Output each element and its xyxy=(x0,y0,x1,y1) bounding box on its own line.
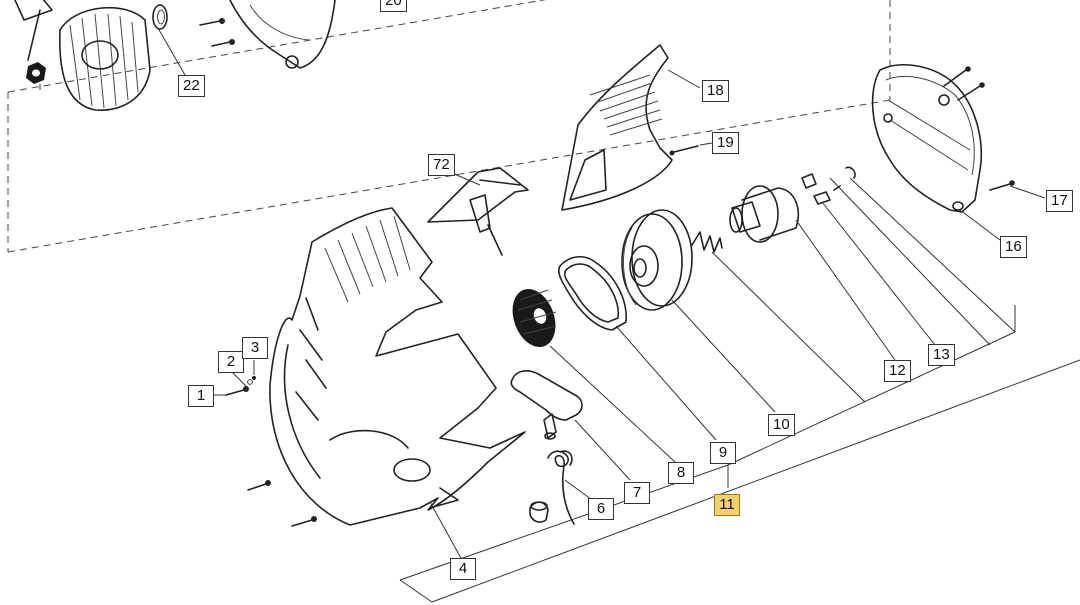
callout-8[interactable]: 8 xyxy=(668,462,694,484)
plate-screws xyxy=(943,66,1015,191)
flywheel xyxy=(14,0,151,111)
callout-11-highlighted[interactable]: 11 xyxy=(714,494,740,516)
pawls xyxy=(801,166,856,205)
callout-19[interactable]: 19 xyxy=(712,132,739,154)
starter-handle xyxy=(510,370,583,440)
starter-rope xyxy=(547,450,575,525)
callout-18[interactable]: 18 xyxy=(702,80,729,102)
engine-group-frame xyxy=(7,0,891,253)
callout-3[interactable]: 3 xyxy=(242,337,268,359)
guard-pin xyxy=(669,145,699,156)
crankcase xyxy=(229,0,336,69)
callout-17[interactable]: 17 xyxy=(1046,190,1073,212)
callout-22[interactable]: 22 xyxy=(178,75,205,97)
callout-7[interactable]: 7 xyxy=(624,482,650,504)
crankcase-screws xyxy=(199,18,235,47)
bracket xyxy=(427,167,529,256)
callout-13[interactable]: 13 xyxy=(928,344,955,366)
leader-lines xyxy=(39,27,1080,603)
pulley-hub xyxy=(729,185,800,243)
cover-plate xyxy=(871,64,983,213)
callout-4[interactable]: 4 xyxy=(450,558,476,580)
seal-ring xyxy=(152,4,168,30)
callout-16[interactable]: 16 xyxy=(1000,236,1027,258)
callout-2[interactable]: 2 xyxy=(218,351,244,373)
callout-6[interactable]: 6 xyxy=(588,498,614,520)
handle-guard xyxy=(561,44,673,211)
rope-grommet xyxy=(529,501,549,523)
pulley-spring xyxy=(691,231,723,253)
callout-9[interactable]: 9 xyxy=(710,442,736,464)
callout-10[interactable]: 10 xyxy=(768,414,795,436)
flywheel-nut xyxy=(26,62,46,84)
starter-housing xyxy=(269,207,526,526)
callout-12[interactable]: 12 xyxy=(884,360,911,382)
spring-cover xyxy=(512,288,557,348)
callout-20[interactable]: 20 xyxy=(380,0,407,12)
housing-screws xyxy=(225,376,317,527)
pulley xyxy=(621,209,693,311)
callout-1[interactable]: 1 xyxy=(188,385,214,407)
callout-72[interactable]: 72 xyxy=(428,154,455,176)
recoil-spring xyxy=(557,256,627,331)
